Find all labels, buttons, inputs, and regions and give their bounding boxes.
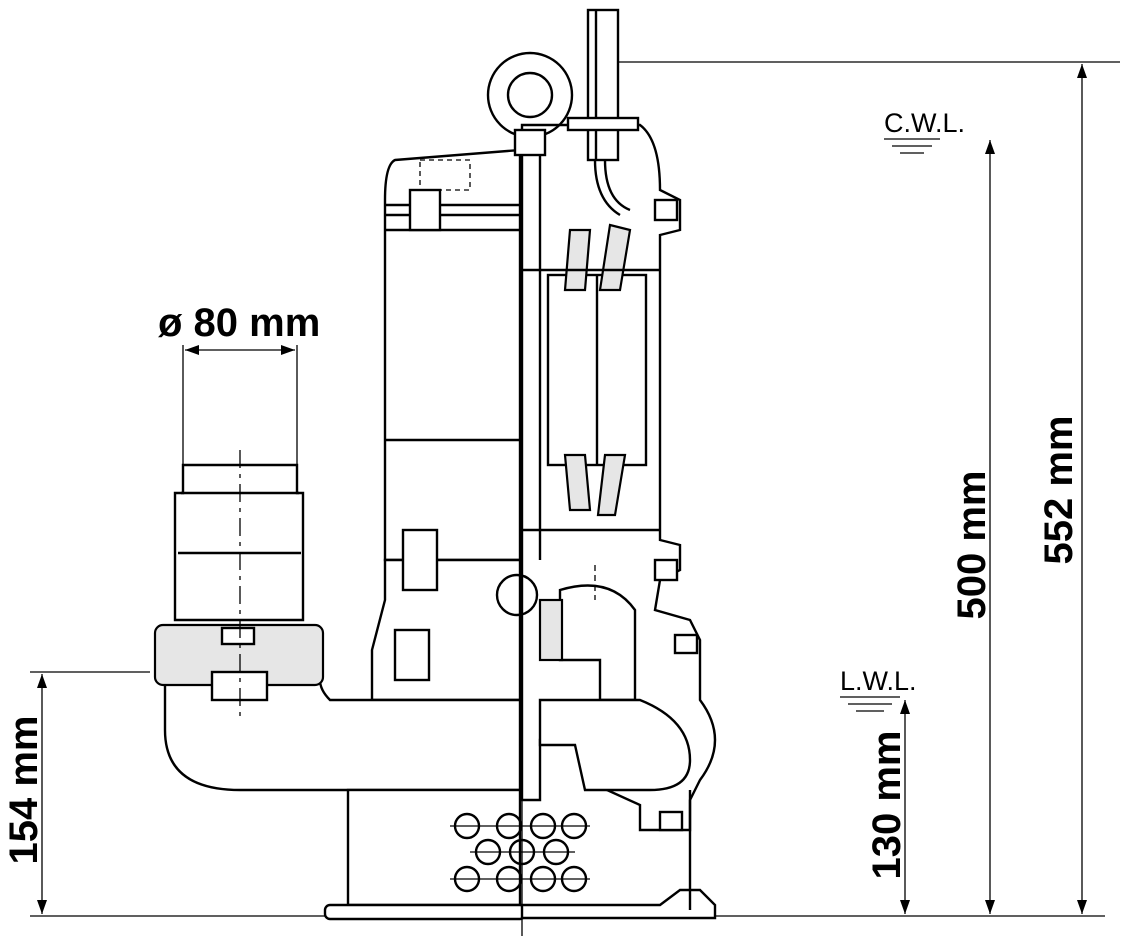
cwl-label: C.W.L. <box>884 108 965 138</box>
lwl-height-label: 130 mm <box>865 731 909 880</box>
pump-exterior <box>153 148 527 921</box>
total-height-label: 552 mm <box>1037 416 1081 565</box>
cwl-height-label: 500 mm <box>950 471 994 620</box>
dimension-lines <box>30 61 1120 917</box>
dimension-labels: ø 80 mm C.W.L. L.W.L. 552 mm 500 mm 130 … <box>2 108 1081 879</box>
outlet-diameter-label: ø 80 mm <box>158 301 320 345</box>
outlet-height-label: 154 mm <box>2 716 46 865</box>
lwl-label: L.W.L. <box>840 666 917 696</box>
pump-section <box>486 8 717 936</box>
strainer-holes <box>450 812 590 893</box>
